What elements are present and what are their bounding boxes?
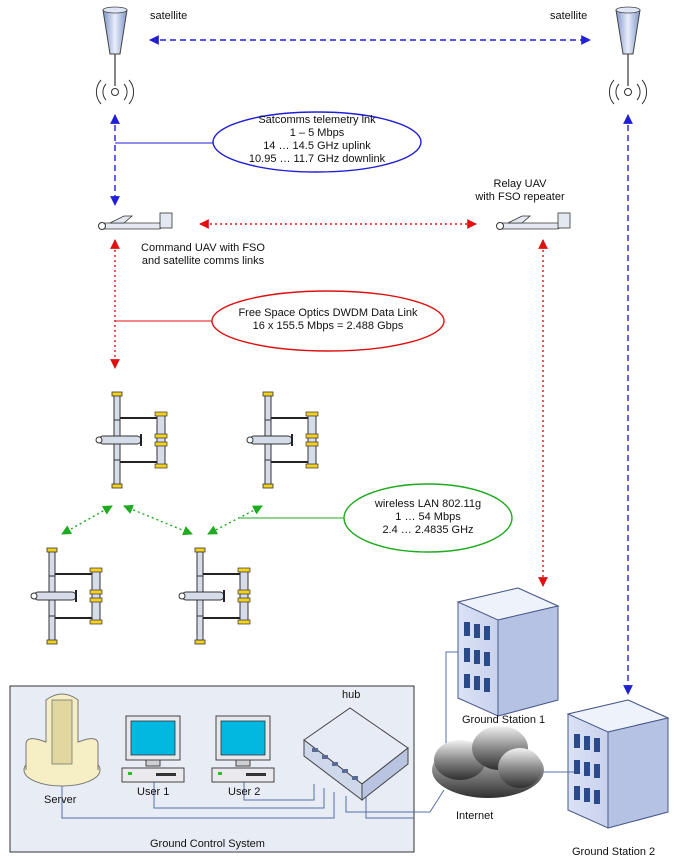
ground-station-2-label: Ground Station 2 [572, 846, 656, 858]
swarm-uav-2-icon [246, 391, 319, 489]
wlan-callout-text: wireless LAN 802.11g 1 … 54 Mbps 2.4 … 2… [374, 498, 482, 536]
command-uav-label: Command UAV with FSO and satellite comms… [141, 242, 265, 267]
user-1-pc-icon [121, 715, 185, 783]
wlan-links [61, 504, 263, 536]
internet-cloud-icon [432, 726, 544, 798]
internet-label: Internet [456, 810, 494, 822]
user-1-label: User 1 [137, 786, 170, 798]
network-cables [61, 651, 574, 819]
ground-station-2-icon [567, 699, 669, 829]
relay-uav-label: Relay UAV with FSO repeater [475, 178, 565, 203]
fso-callout [211, 290, 445, 352]
swarm-uav-1-icon [95, 391, 168, 489]
gcs-label: Ground Control System [150, 838, 265, 850]
server-label: Server [44, 794, 77, 806]
server-icon [23, 693, 101, 787]
satellite-left-label: satellite [150, 10, 188, 22]
ground-station-1-label: Ground Station 1 [462, 714, 546, 726]
hub-icon [303, 707, 409, 802]
user-2-label: User 2 [228, 786, 261, 798]
ground-station-1-icon [457, 587, 559, 717]
satcom-callout-text: Satcomms telemetry lnk 1 – 5 Mbps 14 … 1… [248, 114, 386, 165]
relay-uav-icon [496, 212, 571, 230]
satellite-left-icon [95, 6, 135, 105]
wlan-callout [343, 483, 513, 553]
satcom-callout [212, 111, 422, 173]
user-2-pc-icon [211, 715, 275, 783]
command-uav-icon [98, 212, 173, 230]
swarm-uav-3-icon [30, 547, 103, 645]
satellite-right-label: satellite [550, 10, 588, 22]
swarm-uav-4-icon [178, 547, 251, 645]
satellite-right-icon [608, 6, 648, 105]
fso-callout-text: Free Space Optics DWDM Data Link 16 x 15… [238, 307, 418, 332]
hub-label: hub [342, 689, 361, 701]
